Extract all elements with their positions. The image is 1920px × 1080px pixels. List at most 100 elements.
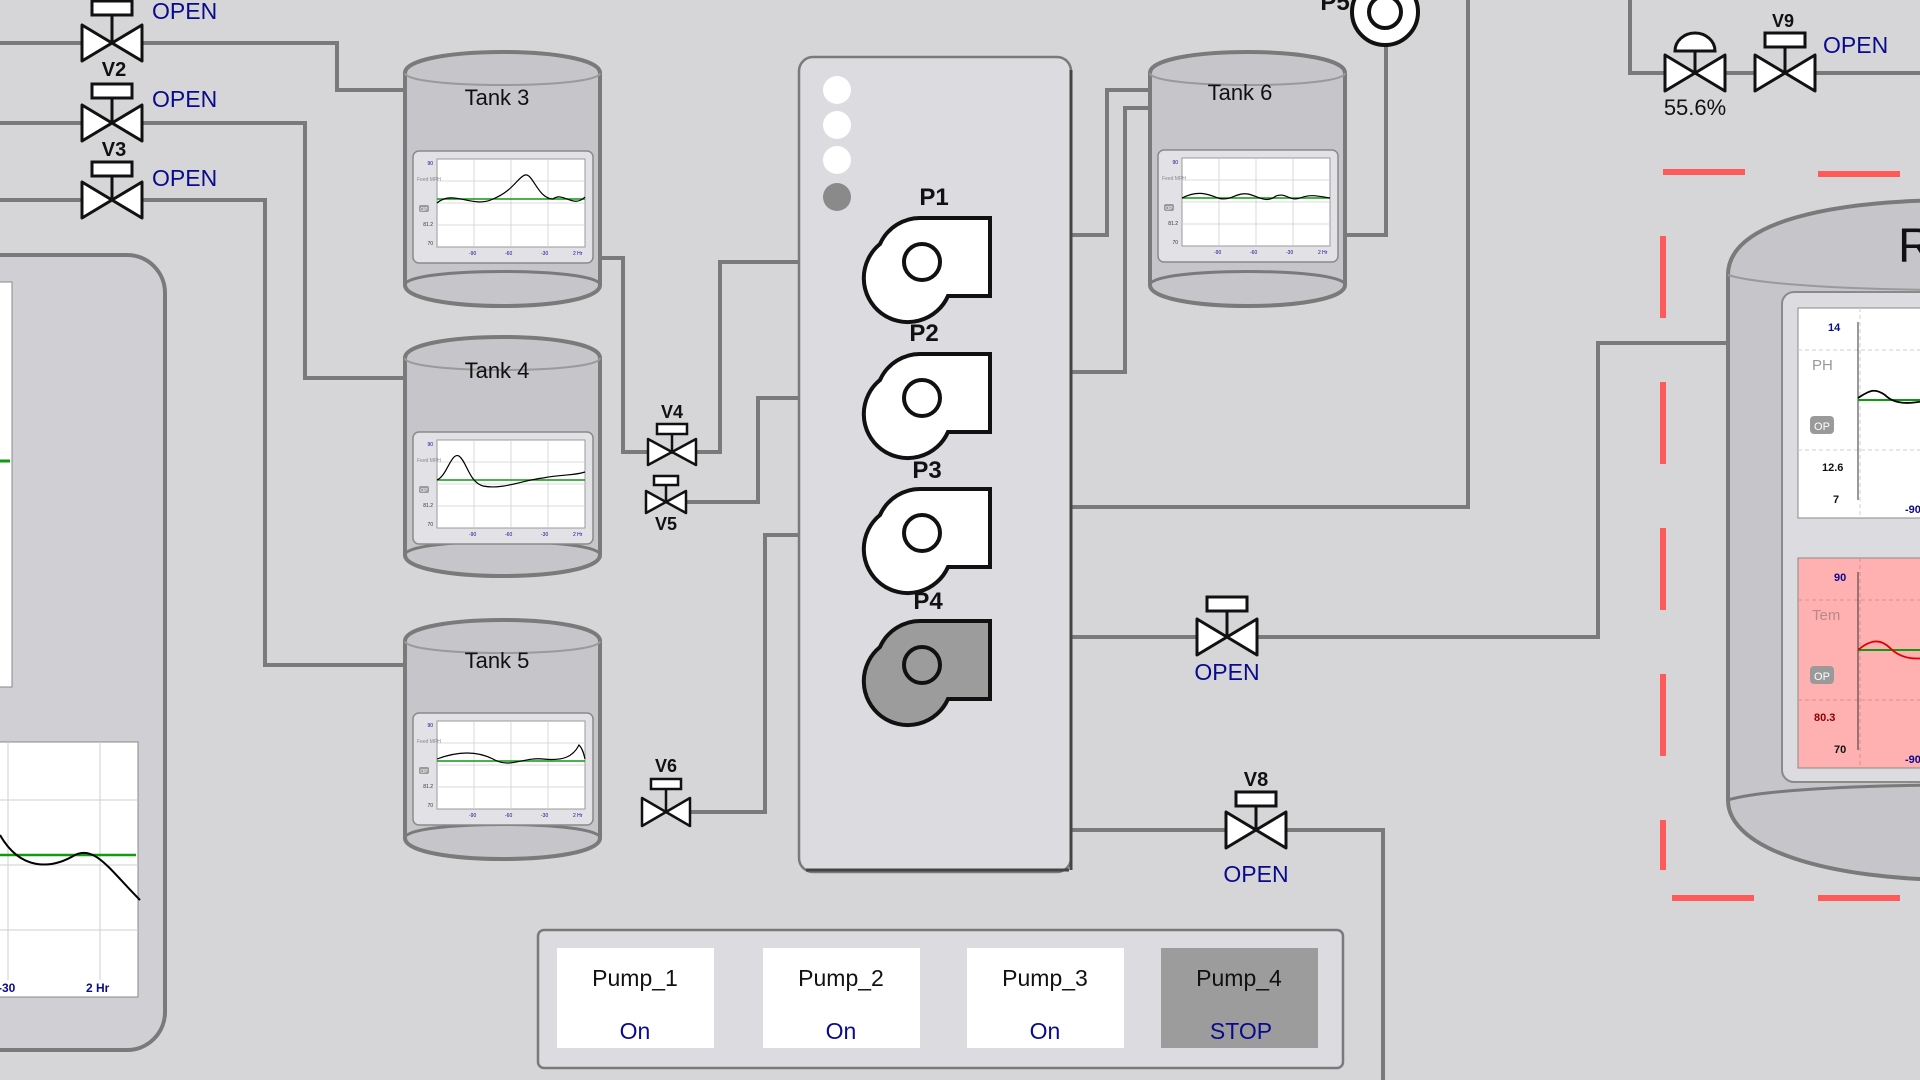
indicator-light-4: [823, 183, 851, 211]
svg-text:90: 90: [427, 161, 433, 167]
pump-p2[interactable]: P2: [861, 320, 992, 461]
pump-1-status: On: [620, 1018, 651, 1044]
valve-v3-state: OPEN: [152, 165, 217, 191]
control-valve[interactable]: 55.6%: [1663, 31, 1727, 120]
svg-text:-60: -60: [505, 532, 512, 538]
svg-text:12.6: 12.6: [1822, 462, 1843, 474]
pump-2-control-button[interactable]: Pump_2 On: [763, 948, 920, 1048]
svg-text:14: 14: [1828, 322, 1841, 334]
svg-text:90: 90: [1172, 160, 1178, 166]
tank-3-trend: 90 Feed MPH OP 81.2 70 -90 -60 -30 2 Hr: [412, 150, 594, 264]
svg-text:-90: -90: [469, 532, 476, 538]
svg-text:2 Hr: 2 Hr: [1318, 250, 1328, 256]
valve-v3[interactable]: V3 OPEN: [80, 139, 217, 220]
pump-1-name: Pump_1: [592, 965, 678, 991]
valve-v8-state: OPEN: [1223, 861, 1288, 887]
svg-text:PH: PH: [1812, 357, 1833, 374]
pump-p1[interactable]: P1: [861, 184, 992, 325]
valve-v1-state: OPEN: [152, 0, 217, 24]
svg-text:Feed MPH: Feed MPH: [417, 739, 441, 745]
valve-v9[interactable]: V9 OPEN: [1753, 11, 1888, 93]
svg-text:Feed MPH: Feed MPH: [417, 458, 441, 464]
svg-text:70: 70: [1172, 240, 1178, 246]
pump-p5-tag: P5: [1320, 0, 1349, 16]
svg-text:81.2: 81.2: [423, 784, 433, 790]
tank-5-trend: 90 Feed MPH OP 81.2 70 -90 -60 -30 2 Hr: [412, 712, 594, 826]
valve-v1[interactable]: OPEN: [80, 0, 217, 63]
svg-text:81.2: 81.2: [1168, 221, 1178, 227]
valve-v5[interactable]: V5: [644, 474, 688, 534]
pump-4-name: Pump_4: [1196, 965, 1282, 991]
pump-p2-tag: P2: [909, 320, 938, 347]
indicator-light-1: [823, 76, 851, 104]
valve-v8-tag: V8: [1244, 769, 1268, 791]
svg-text:Feed MPH: Feed MPH: [1162, 176, 1186, 182]
reactor-title: R: [1898, 220, 1920, 273]
svg-text:-60: -60: [505, 813, 512, 819]
pump-3-status: On: [1030, 1018, 1061, 1044]
left-trend-panel: -30 2 Hr: [0, 253, 167, 1052]
pump-3-control-button[interactable]: Pump_3 On: [967, 948, 1124, 1048]
tank-6[interactable]: Tank 6 90 Feed MPH OP 81.2 70 -90 -60 -3…: [1148, 50, 1347, 308]
indicator-light-3: [823, 146, 851, 174]
tank-4-trend: 90 Feed MPH OP 81.2 70 -90 -60 -30 2 Hr: [412, 431, 594, 545]
pump-2-name: Pump_2: [798, 965, 884, 991]
svg-text:OP: OP: [1814, 671, 1830, 683]
svg-text:-90: -90: [469, 813, 476, 819]
tank-6-trend: 90 Feed MPH OP 81.2 70 -90 -60 -30 2 Hr: [1157, 149, 1339, 263]
svg-text:-90: -90: [1905, 504, 1920, 516]
indicator-light-2: [823, 111, 851, 139]
svg-text:-60: -60: [1250, 250, 1257, 256]
svg-text:OP: OP: [420, 207, 428, 213]
tank-4[interactable]: Tank 4 90 Feed MPH OP 81.2 70 -90 -60 -3…: [403, 335, 602, 578]
tank-6-label: Tank 6: [1208, 80, 1273, 105]
tank-3[interactable]: Tank 3 90 Feed MPH OP 81.2 70 -90 -60 -3…: [403, 50, 602, 308]
valve-v8[interactable]: V8 OPEN: [1223, 769, 1288, 887]
svg-text:80.3: 80.3: [1814, 712, 1835, 724]
reactor-ph-chart: 14 PH OP 12.6 7 -90: [1797, 307, 1920, 519]
svg-text:OP: OP: [1165, 206, 1173, 212]
svg-text:OP: OP: [420, 488, 428, 494]
left-trend-xtick-1: -30: [0, 981, 16, 995]
left-trend-xtick-2: 2 Hr: [86, 981, 110, 995]
valve-v2[interactable]: V2 OPEN: [80, 59, 217, 143]
svg-text:-90: -90: [1905, 754, 1920, 766]
svg-text:Feed MPH: Feed MPH: [417, 177, 441, 183]
pump-p4[interactable]: P4: [861, 588, 992, 728]
svg-text:Tem: Tem: [1812, 607, 1840, 624]
valve-v3-tag: V3: [102, 139, 126, 161]
tank-4-label: Tank 4: [465, 358, 530, 383]
reactor-vessel[interactable]: R 14 PH OP 12.6 7 -90 90: [1726, 198, 1920, 881]
pump-p5[interactable]: P5: [1320, 0, 1420, 47]
reactor-temperature-chart: 90 Tem OP 80.3 70 -90: [1797, 557, 1920, 769]
svg-text:OP: OP: [420, 769, 428, 775]
tank-3-label: Tank 3: [465, 85, 530, 110]
pump-p3[interactable]: P3: [861, 457, 992, 596]
pump-3-name: Pump_3: [1002, 965, 1088, 991]
control-valve-output: 55.6%: [1664, 95, 1726, 120]
svg-text:90: 90: [427, 442, 433, 448]
pump-4-control-button[interactable]: Pump_4 STOP: [1161, 948, 1318, 1048]
svg-text:-90: -90: [469, 251, 476, 257]
valve-v7[interactable]: OPEN: [1194, 595, 1260, 685]
valve-v6[interactable]: V6: [640, 756, 692, 828]
svg-text:81.2: 81.2: [423, 222, 433, 228]
tank-5[interactable]: Tank 5 90 Feed MPH OP 81.2 70 -90 -60 -3…: [403, 618, 602, 861]
pump-p4-tag: P4: [913, 588, 943, 615]
svg-text:70: 70: [427, 522, 433, 528]
svg-text:-90: -90: [1214, 250, 1221, 256]
valve-v4[interactable]: V4: [646, 402, 698, 467]
valve-v4-tag: V4: [661, 402, 683, 422]
valve-v9-tag: V9: [1772, 11, 1794, 31]
svg-text:-30: -30: [541, 532, 548, 538]
pump-1-control-button[interactable]: Pump_1 On: [557, 948, 714, 1048]
svg-text:-30: -30: [541, 813, 548, 819]
alarm-zone-boundary: [1660, 169, 1920, 901]
svg-text:81.2: 81.2: [423, 503, 433, 509]
valve-v2-state: OPEN: [152, 86, 217, 112]
svg-text:70: 70: [427, 803, 433, 809]
valve-v5-tag: V5: [655, 514, 677, 534]
valve-v2-tag: V2: [102, 59, 126, 81]
